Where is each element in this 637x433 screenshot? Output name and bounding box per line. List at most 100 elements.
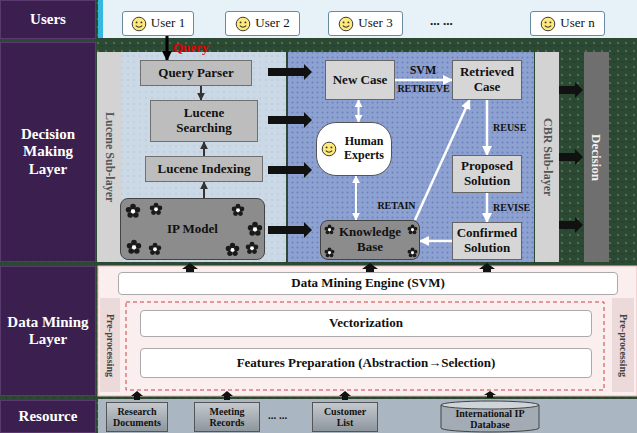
resource-box: Customer List bbox=[312, 402, 378, 432]
flower-icon bbox=[225, 242, 240, 257]
preprocessing-band: Pre-processing bbox=[100, 298, 120, 392]
process-box: Lucene Searching bbox=[150, 100, 258, 142]
engine-box: Vectorization bbox=[140, 310, 592, 337]
layer-band: Decision Making Layer bbox=[0, 42, 96, 262]
flow-arrow bbox=[268, 112, 312, 128]
smiley-icon bbox=[540, 16, 556, 32]
flower-icon bbox=[407, 224, 418, 235]
flow-arrow bbox=[484, 391, 496, 398]
flow-connector bbox=[203, 182, 205, 198]
flow-arrow bbox=[268, 222, 312, 238]
text-label: ... ... bbox=[430, 13, 453, 29]
node-text: Users bbox=[30, 11, 66, 28]
layer-band: Users bbox=[0, 0, 96, 39]
flow-arrow bbox=[268, 162, 312, 178]
case-box: Retrieved Case bbox=[452, 60, 522, 100]
node-text: Decision bbox=[589, 134, 604, 181]
flow-arrow bbox=[559, 82, 583, 98]
case-box: Confirmed Solution bbox=[452, 222, 522, 260]
node-text: Lucene Sub-layer bbox=[102, 112, 116, 202]
node-text: Meeting Records bbox=[199, 406, 255, 428]
users-stripe bbox=[98, 0, 103, 38]
flow-arrow bbox=[362, 263, 378, 272]
node-text: User 2 bbox=[255, 16, 289, 31]
flower-icon bbox=[125, 203, 141, 219]
edge-label: RETRIEVE bbox=[397, 83, 449, 94]
flower-icon bbox=[231, 203, 245, 217]
expert-box: Human Experts bbox=[316, 122, 392, 176]
flow-arrow bbox=[131, 391, 143, 400]
node-text: Data Mining Layer bbox=[5, 314, 91, 349]
node-text: Features Preparation (Abstraction→Select… bbox=[237, 356, 496, 371]
model-box: IP Model bbox=[120, 198, 265, 260]
users-row bbox=[98, 0, 637, 38]
lucene-panel bbox=[118, 52, 286, 262]
preprocessing-band: Pre-processing bbox=[612, 298, 634, 392]
node-text: Lucene Searching bbox=[155, 106, 253, 136]
sublayer-band: Lucene Sub-layer bbox=[97, 52, 121, 262]
flow-connector bbox=[200, 86, 202, 100]
flower-icon bbox=[126, 239, 142, 255]
data-mining-panel bbox=[98, 266, 637, 396]
flow-arrow bbox=[182, 263, 198, 272]
node-text: Lucene Indexing bbox=[158, 162, 251, 177]
layer-band: Data Mining Layer bbox=[0, 266, 96, 396]
node-text: User 1 bbox=[151, 16, 185, 31]
decision-band: Decision bbox=[584, 52, 609, 262]
node-text: Vectorization bbox=[329, 316, 403, 331]
node-text: Resource bbox=[19, 408, 78, 425]
node-text: CBR Sub-layer bbox=[540, 118, 554, 196]
resource-box: Research Documents bbox=[106, 402, 168, 432]
node-text: Confirmed Solution bbox=[457, 226, 518, 256]
edge-label: REUSE bbox=[493, 122, 526, 133]
flow-connector bbox=[395, 79, 452, 82]
process-box: Query Parser bbox=[140, 60, 252, 86]
node-text: Query Parser bbox=[158, 66, 233, 81]
node-text: User 3 bbox=[358, 16, 392, 31]
node-text: Proposed Solution bbox=[457, 159, 517, 189]
node-text: Pre-processing bbox=[617, 314, 629, 377]
node-text: International IP Database bbox=[444, 408, 536, 430]
node-text: New Case bbox=[333, 73, 388, 88]
flow-connector bbox=[166, 36, 169, 60]
dashed-frame bbox=[126, 302, 604, 390]
flower-icon bbox=[245, 241, 259, 255]
case-box: Proposed Solution bbox=[452, 155, 522, 193]
flower-icon bbox=[148, 242, 162, 256]
sublayer-band: CBR Sub-layer bbox=[535, 52, 559, 262]
smiley-icon bbox=[338, 16, 354, 32]
flower-icon bbox=[247, 221, 263, 237]
node-text: Decision Making Layer bbox=[5, 126, 91, 178]
text-label: SVM bbox=[410, 63, 437, 78]
flower-icon bbox=[149, 202, 163, 216]
user-box: User n bbox=[530, 11, 605, 36]
text-label: ... ... bbox=[268, 409, 287, 421]
resource-row bbox=[98, 399, 637, 433]
flow-arrow bbox=[268, 64, 312, 80]
cylinder-body bbox=[441, 405, 539, 432]
flower-icon bbox=[324, 224, 335, 235]
smiley-icon bbox=[321, 141, 337, 157]
flow-connector bbox=[358, 100, 360, 122]
flower-icon bbox=[324, 247, 335, 258]
node-text: Pre-processing bbox=[104, 314, 116, 377]
node-text: Human Experts bbox=[341, 135, 387, 163]
engine-box: Data Mining Engine (SVM) bbox=[118, 272, 618, 295]
flow-arrow bbox=[221, 391, 233, 400]
layer-band: Resource bbox=[0, 400, 96, 433]
resource-box: Meeting Records bbox=[194, 402, 260, 432]
flow-connector bbox=[420, 240, 452, 243]
engine-box: Features Preparation (Abstraction→Select… bbox=[140, 348, 592, 378]
model-box: Knowledge Base bbox=[320, 220, 420, 260]
flow-connector bbox=[203, 142, 205, 156]
node-text: Research Documents bbox=[111, 406, 163, 428]
flow-arrow bbox=[339, 391, 351, 400]
node-text: Retrieved Case bbox=[457, 65, 517, 95]
node-text: Customer List bbox=[317, 406, 373, 428]
smiley-icon bbox=[131, 16, 147, 32]
node-text: Knowledge Base bbox=[325, 225, 415, 255]
node-text: IP Model bbox=[167, 222, 218, 237]
user-box: User 3 bbox=[328, 11, 403, 36]
